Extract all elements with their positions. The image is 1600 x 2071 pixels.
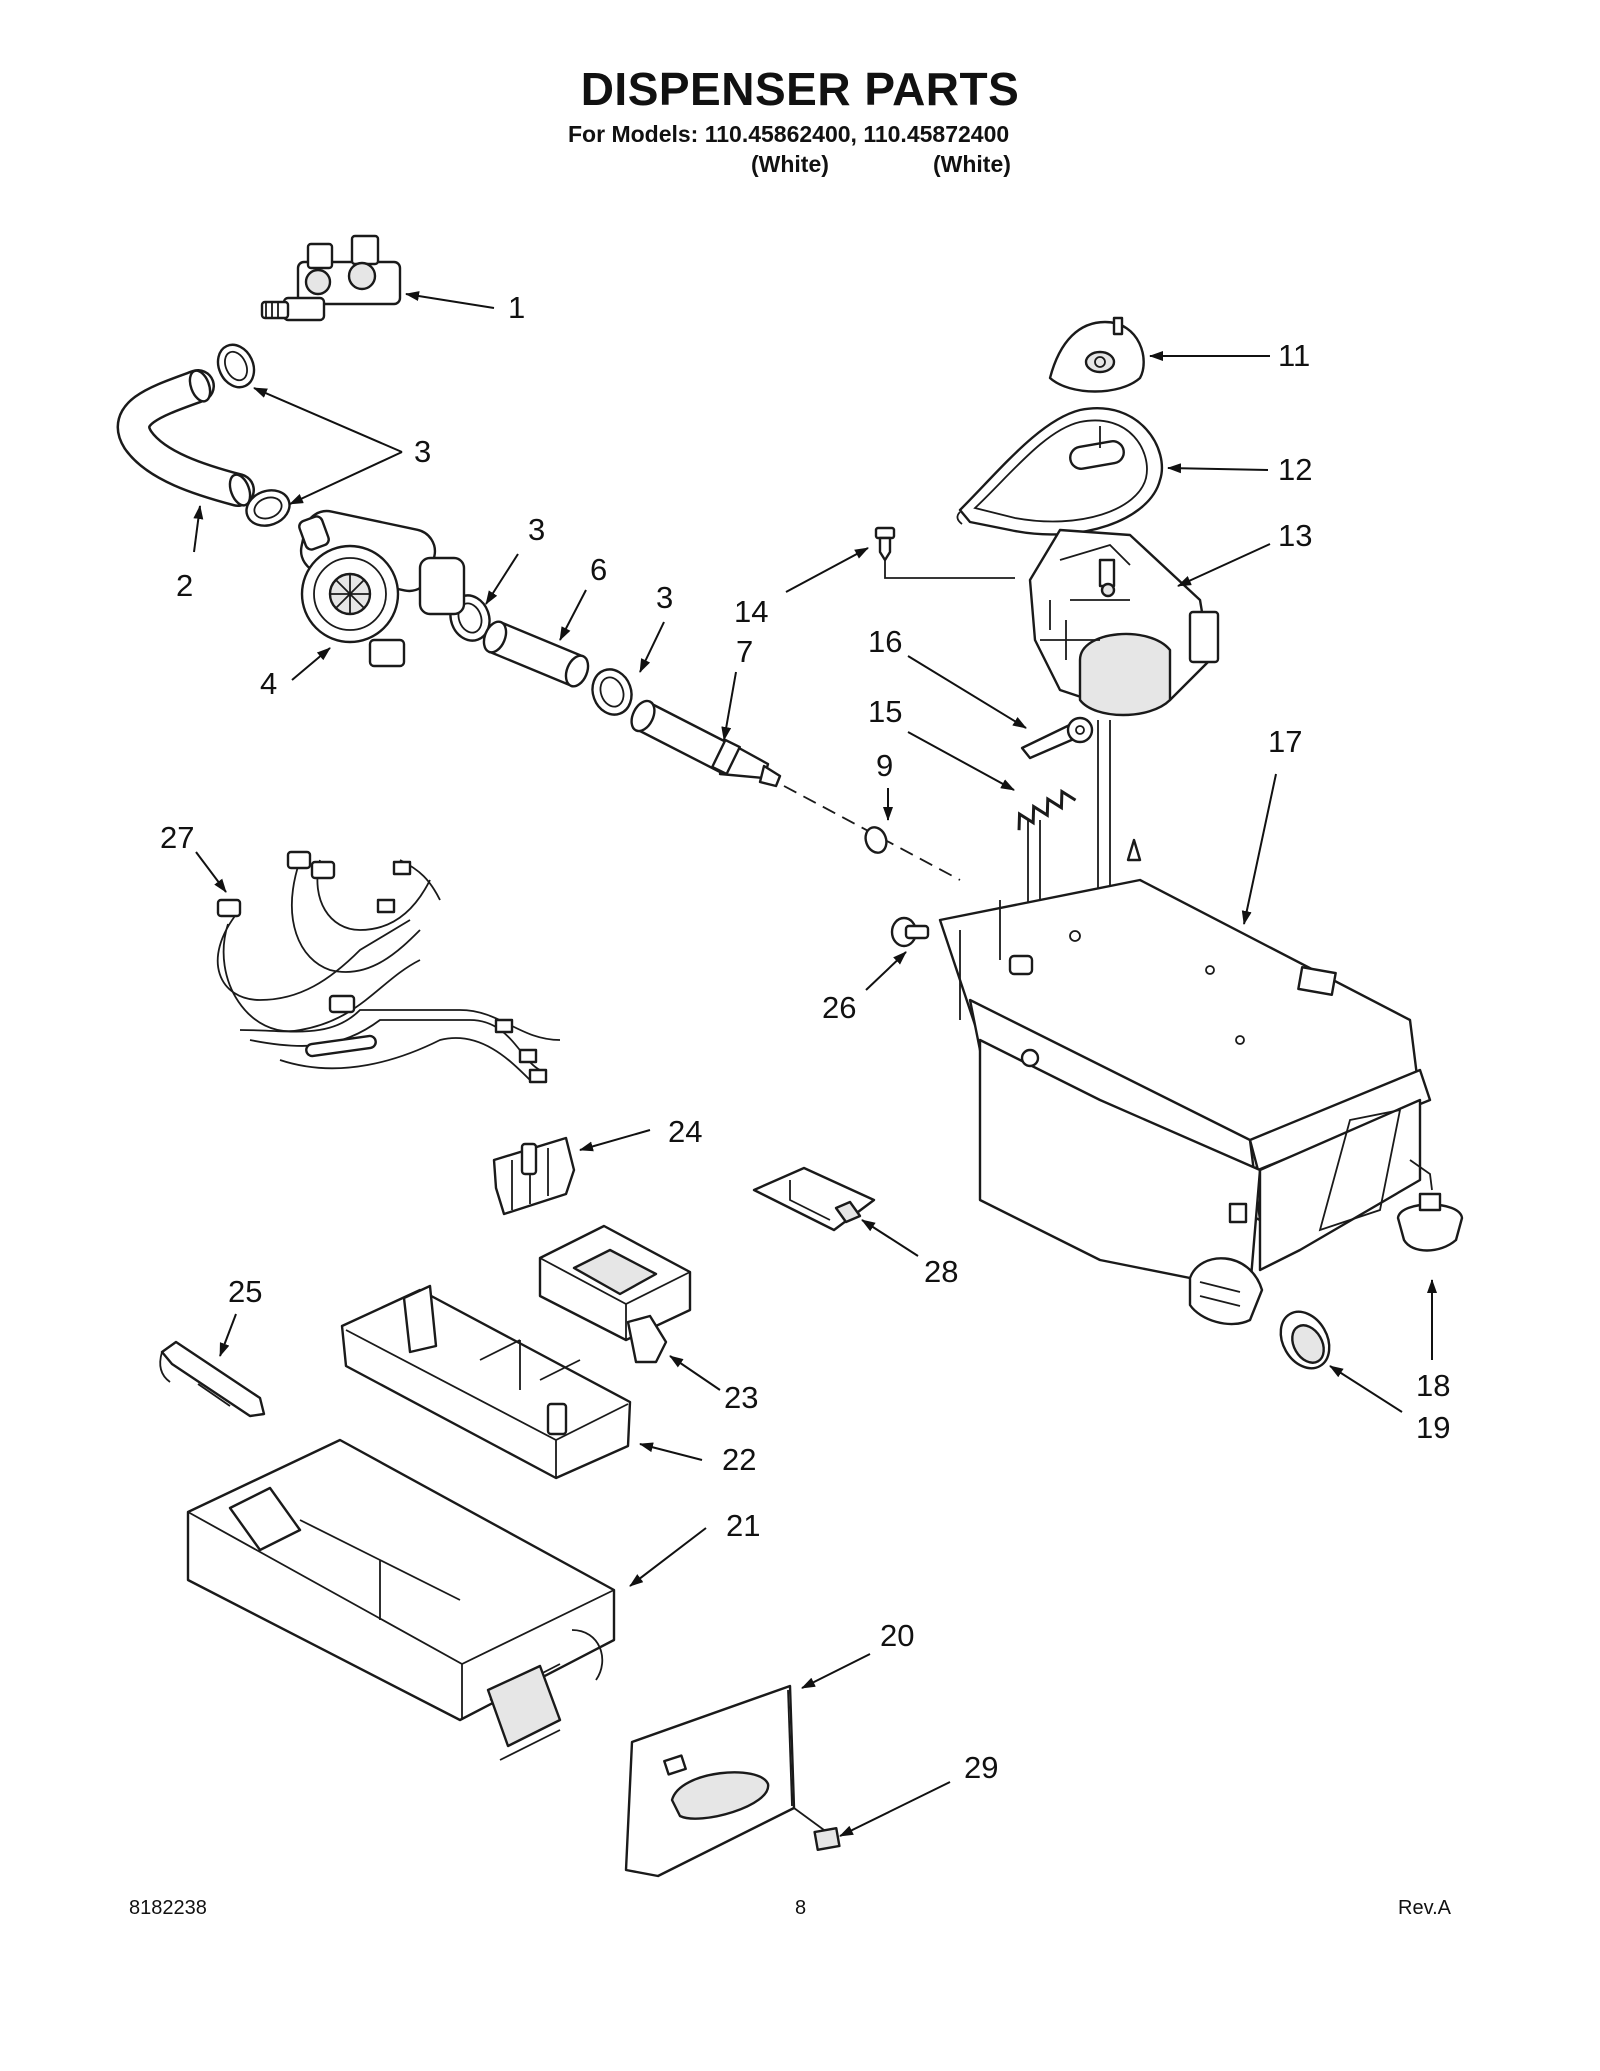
part-9-o-ring: [864, 826, 888, 854]
part-3-hose-clamp-top: [216, 343, 256, 389]
models-subtitle: For Models: 110.45862400, 110.45872400: [568, 121, 1010, 147]
part-21-dispenser-drawer: [186, 1438, 616, 1761]
part-17-dispenser-housing: [938, 838, 1432, 1326]
part-26-plug-button: [890, 916, 930, 948]
part-20-drawer-handle: [624, 1684, 825, 1878]
callout-24: 24: [668, 1114, 702, 1149]
callout-23: 23: [724, 1380, 758, 1415]
part-28-latch-plate: [752, 1166, 876, 1232]
part-6-tube: [482, 620, 590, 688]
part-4-diverter-pump: [298, 509, 466, 668]
callout-3: 3: [528, 512, 545, 547]
part-3-hose-clamp-middle: [245, 489, 291, 527]
part-22-tray-insert: [340, 1284, 632, 1480]
part-29-label: [813, 1827, 841, 1851]
callout-29: 29: [964, 1750, 998, 1785]
callout-26: 26: [822, 990, 856, 1025]
part-12-gasket: [956, 407, 1164, 536]
part-15-spring: [1017, 788, 1077, 831]
callout-15: 15: [868, 694, 902, 729]
callout-22: 22: [722, 1442, 756, 1477]
part-3-hose-clamp-lower: [591, 668, 633, 716]
callout-numbers: 1 2 3 3 3 4 6 7 9 11 12 13 14 15 16 17 1…: [160, 290, 1450, 1785]
model-1-color: (White): [751, 151, 829, 177]
callout-1: 1: [508, 290, 525, 325]
document-number: 8182238: [129, 1897, 207, 1919]
revision-label: Rev.A: [1398, 1897, 1451, 1919]
part-2-hose: [116, 369, 255, 507]
callout-21: 21: [726, 1508, 760, 1543]
callout-14: 14: [734, 594, 768, 629]
callout-6: 6: [590, 552, 607, 587]
callout-18: 18: [1416, 1368, 1450, 1403]
callout-3: 3: [656, 580, 673, 615]
callout-17: 17: [1268, 724, 1302, 759]
page-number: 8: [795, 1897, 807, 1919]
leader-lines: [193, 291, 1437, 1837]
part-25-clip: [159, 1340, 266, 1418]
callout-9: 9: [876, 748, 893, 783]
callout-13: 13: [1278, 518, 1312, 553]
callout-2: 2: [176, 568, 193, 603]
part-23-siphon-cap: [538, 1224, 692, 1364]
part-24-bracket: [492, 1136, 576, 1216]
callout-27: 27: [160, 820, 194, 855]
part-11-cap: [1048, 316, 1145, 393]
part-18-knob: [1396, 1159, 1464, 1252]
callout-4: 4: [260, 666, 277, 701]
alignment-line-13: [1097, 720, 1111, 890]
part-16-lever: [1020, 716, 1094, 760]
callout-28: 28: [924, 1254, 958, 1289]
callout-25: 25: [228, 1274, 262, 1309]
callout-20: 20: [880, 1618, 914, 1653]
model-2-color: (White): [933, 151, 1011, 177]
part-7-nozzle-tube: [630, 699, 782, 788]
callout-16: 16: [868, 624, 902, 659]
callout-3: 3: [414, 434, 431, 469]
part-1-water-valve: [260, 234, 402, 322]
page-title: DISPENSER PARTS: [580, 63, 1020, 115]
callout-11: 11: [1278, 338, 1310, 373]
callout-12: 12: [1278, 452, 1312, 487]
callout-19: 19: [1416, 1410, 1450, 1445]
callout-7: 7: [736, 634, 753, 669]
part-19-grommet: [1279, 1310, 1331, 1370]
part-27-wire-harness: [216, 850, 561, 1084]
part-14-screw: [874, 526, 1015, 579]
part-13-motor-assembly: [1028, 528, 1220, 717]
